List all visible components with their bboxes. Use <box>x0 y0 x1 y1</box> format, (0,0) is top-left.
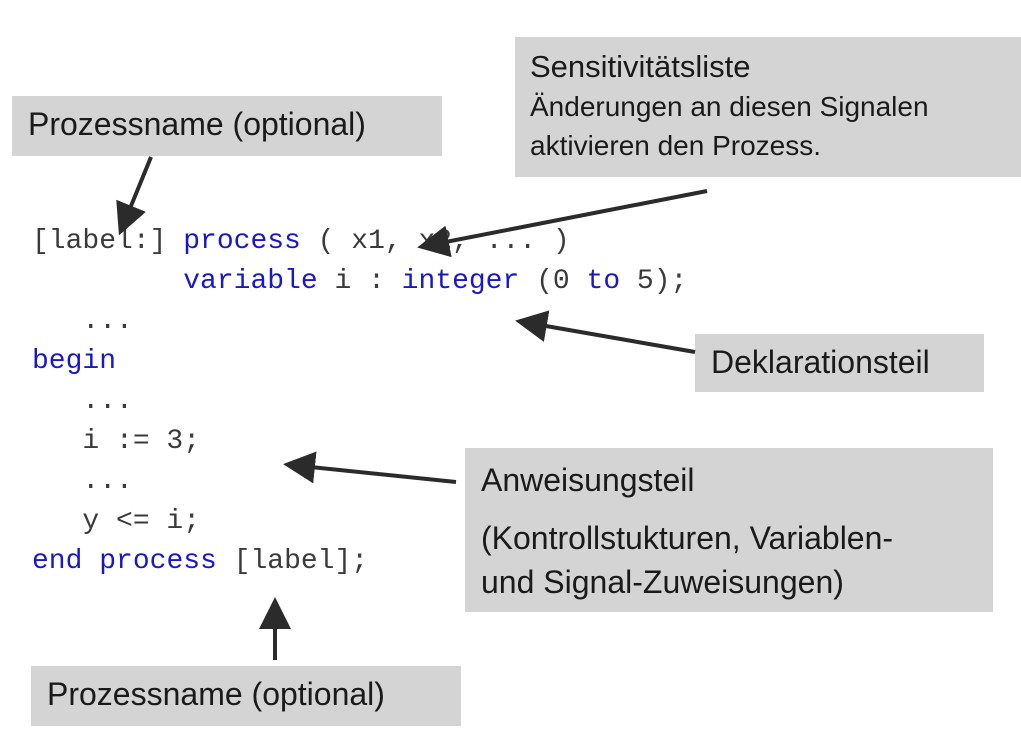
keyword-end: end <box>32 546 83 577</box>
code-line-2: variable i : integer (0 to 5); <box>32 266 687 297</box>
sensitivity-line-2: aktivieren den Prozess. <box>530 130 822 161</box>
code-line-5: ... <box>32 386 133 417</box>
keyword-process: process <box>183 226 301 257</box>
code-line-3: ... <box>32 306 133 337</box>
statements-line-1: (Kontrollstukturen, Variablen- <box>481 520 894 556</box>
vhdl-code-block: [label:] process ( x1, x2, ... ) variabl… <box>32 222 687 582</box>
callout-process-name-top: Prozessname (optional) <box>12 96 442 156</box>
callout-process-name-bottom: Prozessname (optional) <box>31 666 461 726</box>
code-range-open: (0 <box>519 266 587 297</box>
callout-declaration: Deklarationsteil <box>695 334 984 392</box>
statements-title: Anweisungsteil <box>481 462 695 498</box>
code-line-9: end process [label]; <box>32 546 368 577</box>
statements-line-2: und Signal-Zuweisungen) <box>481 564 844 600</box>
callout-process-name-bottom-text: Prozessname (optional) <box>47 676 385 712</box>
code-line-6: i := 3; <box>32 426 201 457</box>
arrow-declaration <box>515 310 696 354</box>
keyword-begin: begin <box>32 346 117 377</box>
arrow-statements <box>283 451 457 484</box>
arrow-process-name-top <box>116 156 153 236</box>
callout-declaration-text: Deklarationsteil <box>711 344 930 380</box>
keyword-integer: integer <box>401 266 520 297</box>
callout-statements: Anweisungsteil (Kontrollstukturen, Varia… <box>465 448 993 612</box>
keyword-process-end: process <box>99 546 217 577</box>
code-line-1: [label:] process ( x1, x2, ... ) <box>32 226 570 257</box>
arrow-sensitivity-list <box>417 189 708 258</box>
callout-sensitivity-list: Sensitivitätsliste Änderungen an diesen … <box>515 37 1021 177</box>
keyword-to: to <box>586 266 621 297</box>
code-label-close: [label]; <box>216 546 369 577</box>
callout-process-name-top-text: Prozessname (optional) <box>28 106 366 142</box>
sensitivity-title: Sensitivitätsliste <box>530 49 751 84</box>
code-range-close: 5); <box>620 266 688 297</box>
sensitivity-line-1: Änderungen an diesen Signalen <box>530 91 929 122</box>
code-line-8: y <= i; <box>32 506 201 537</box>
keyword-variable: variable <box>183 266 318 297</box>
code-line-7: ... <box>32 466 133 497</box>
code-variable-name: i : <box>317 266 402 297</box>
